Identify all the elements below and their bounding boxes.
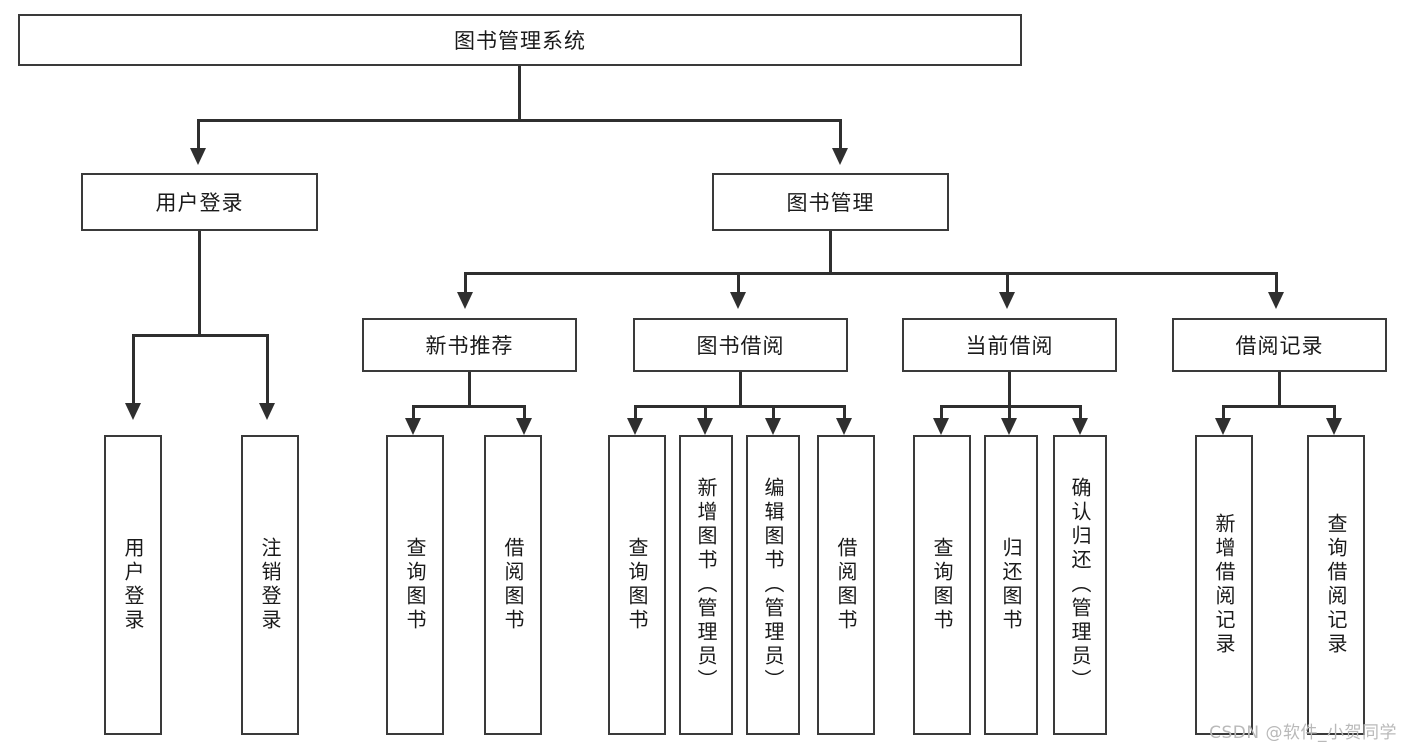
node-label: 图书借阅	[696, 334, 785, 358]
edge-nbr-bar	[412, 405, 526, 408]
node-book-management[interactable]: 图书管理	[712, 173, 949, 231]
node-label: 新增借阅记录	[1212, 513, 1236, 657]
edge-bm-drop-4	[1275, 272, 1278, 296]
node-label: 查询图书	[403, 537, 427, 633]
arrow-to-leaf-nbr-borrow-book	[516, 418, 532, 435]
watermark-text: CSDN @软件_小贺同学	[1209, 723, 1397, 743]
node-label: 借阅图书	[834, 537, 858, 633]
arrow-to-leaf-logout	[259, 403, 275, 420]
arrow-to-leaf-br-add-record	[1215, 418, 1231, 435]
arrow-to-leaf-bb-query-book	[627, 418, 643, 435]
leaf-nbr-borrow-book[interactable]: 借阅图书	[484, 435, 542, 735]
leaf-bb-borrow-book[interactable]: 借阅图书	[817, 435, 875, 735]
node-label: 编辑图书（管理员）	[761, 477, 785, 693]
edge-user-login-stem	[198, 231, 201, 336]
node-label: 图书管理	[786, 191, 875, 215]
arrow-to-leaf-br-query-record	[1326, 418, 1342, 435]
node-label: 新书推荐	[425, 334, 514, 358]
leaf-bb-edit-book[interactable]: 编辑图书（管理员）	[746, 435, 800, 735]
node-new-book-recommend[interactable]: 新书推荐	[362, 318, 577, 372]
arrow-to-leaf-cb-query-book	[933, 418, 949, 435]
edge-bm-drop-1	[464, 272, 467, 296]
edge-br-stem	[1278, 372, 1281, 408]
node-label: 查询借阅记录	[1324, 513, 1348, 657]
edge-user-login-bar	[132, 334, 269, 337]
leaf-cb-query-book[interactable]: 查询图书	[913, 435, 971, 735]
leaf-cb-confirm-return[interactable]: 确认归还（管理员）	[1053, 435, 1107, 735]
edge-bb-drop-3	[772, 405, 775, 423]
edge-nbr-stem	[468, 372, 471, 408]
arrow-to-leaf-bb-add-book	[697, 418, 713, 435]
edge-bb-drop-2	[704, 405, 707, 423]
node-label: 查询图书	[930, 537, 954, 633]
node-book-borrow[interactable]: 图书借阅	[633, 318, 848, 372]
arrow-to-leaf-user-login	[125, 403, 141, 420]
edge-bb-stem	[739, 372, 742, 408]
edge-root-bar	[197, 119, 842, 122]
edge-br-drop-1	[1222, 405, 1225, 423]
arrow-to-leaf-cb-return-book	[1001, 418, 1017, 435]
edge-bm-drop-3	[1006, 272, 1009, 296]
node-label: 当前借阅	[965, 334, 1054, 358]
arrow-to-book-borrow	[730, 292, 746, 309]
leaf-br-add-record[interactable]: 新增借阅记录	[1195, 435, 1253, 735]
node-borrow-record[interactable]: 借阅记录	[1172, 318, 1387, 372]
leaf-user-login[interactable]: 用户登录	[104, 435, 162, 735]
arrow-to-leaf-cb-confirm-return	[1072, 418, 1088, 435]
edge-root-to-user-login	[197, 119, 200, 152]
node-label: 借阅记录	[1235, 334, 1324, 358]
node-label: 新增图书（管理员）	[694, 477, 718, 693]
leaf-bb-add-book[interactable]: 新增图书（管理员）	[679, 435, 733, 735]
edge-cb-bar	[940, 405, 1082, 408]
edge-nbr-drop-2	[523, 405, 526, 423]
edge-bb-bar	[634, 405, 846, 408]
edge-root-stem	[518, 66, 521, 121]
edge-cb-drop-1	[940, 405, 943, 423]
leaf-logout[interactable]: 注销登录	[241, 435, 299, 735]
node-label: 用户登录	[155, 191, 244, 215]
arrow-to-user-login	[190, 148, 206, 165]
edge-cb-drop-2	[1008, 405, 1011, 423]
edge-root-to-book-manage	[839, 119, 842, 152]
edge-bb-drop-4	[843, 405, 846, 423]
edge-book-manage-stem	[829, 231, 832, 274]
node-label: 图书管理系统	[454, 29, 586, 53]
arrow-to-leaf-bb-edit-book	[765, 418, 781, 435]
arrow-to-leaf-nbr-query-book	[405, 418, 421, 435]
node-label: 确认归还（管理员）	[1068, 477, 1092, 693]
edge-br-drop-2	[1333, 405, 1336, 423]
node-root-system[interactable]: 图书管理系统	[18, 14, 1022, 66]
edge-cb-stem	[1008, 372, 1011, 408]
edge-user-login-drop-1	[132, 334, 135, 407]
node-label: 借阅图书	[501, 537, 525, 633]
leaf-cb-return-book[interactable]: 归还图书	[984, 435, 1038, 735]
node-label: 注销登录	[258, 537, 282, 633]
arrow-to-leaf-bb-borrow-book	[836, 418, 852, 435]
arrow-to-borrow-record	[1268, 292, 1284, 309]
edge-cb-drop-3	[1079, 405, 1082, 423]
arrow-to-current-borrow	[999, 292, 1015, 309]
edge-nbr-drop-1	[412, 405, 415, 423]
node-label: 查询图书	[625, 537, 649, 633]
node-user-login[interactable]: 用户登录	[81, 173, 318, 231]
edge-book-manage-bar	[464, 272, 1278, 275]
edge-bb-drop-1	[634, 405, 637, 423]
node-label: 归还图书	[999, 537, 1023, 633]
arrow-to-book-manage	[832, 148, 848, 165]
node-current-borrow[interactable]: 当前借阅	[902, 318, 1117, 372]
leaf-bb-query-book[interactable]: 查询图书	[608, 435, 666, 735]
leaf-br-query-record[interactable]: 查询借阅记录	[1307, 435, 1365, 735]
leaf-nbr-query-book[interactable]: 查询图书	[386, 435, 444, 735]
node-label: 用户登录	[121, 537, 145, 633]
arrow-to-new-book-recommend	[457, 292, 473, 309]
edge-user-login-drop-2	[266, 334, 269, 407]
edge-bm-drop-2	[737, 272, 740, 296]
edge-br-bar	[1222, 405, 1336, 408]
